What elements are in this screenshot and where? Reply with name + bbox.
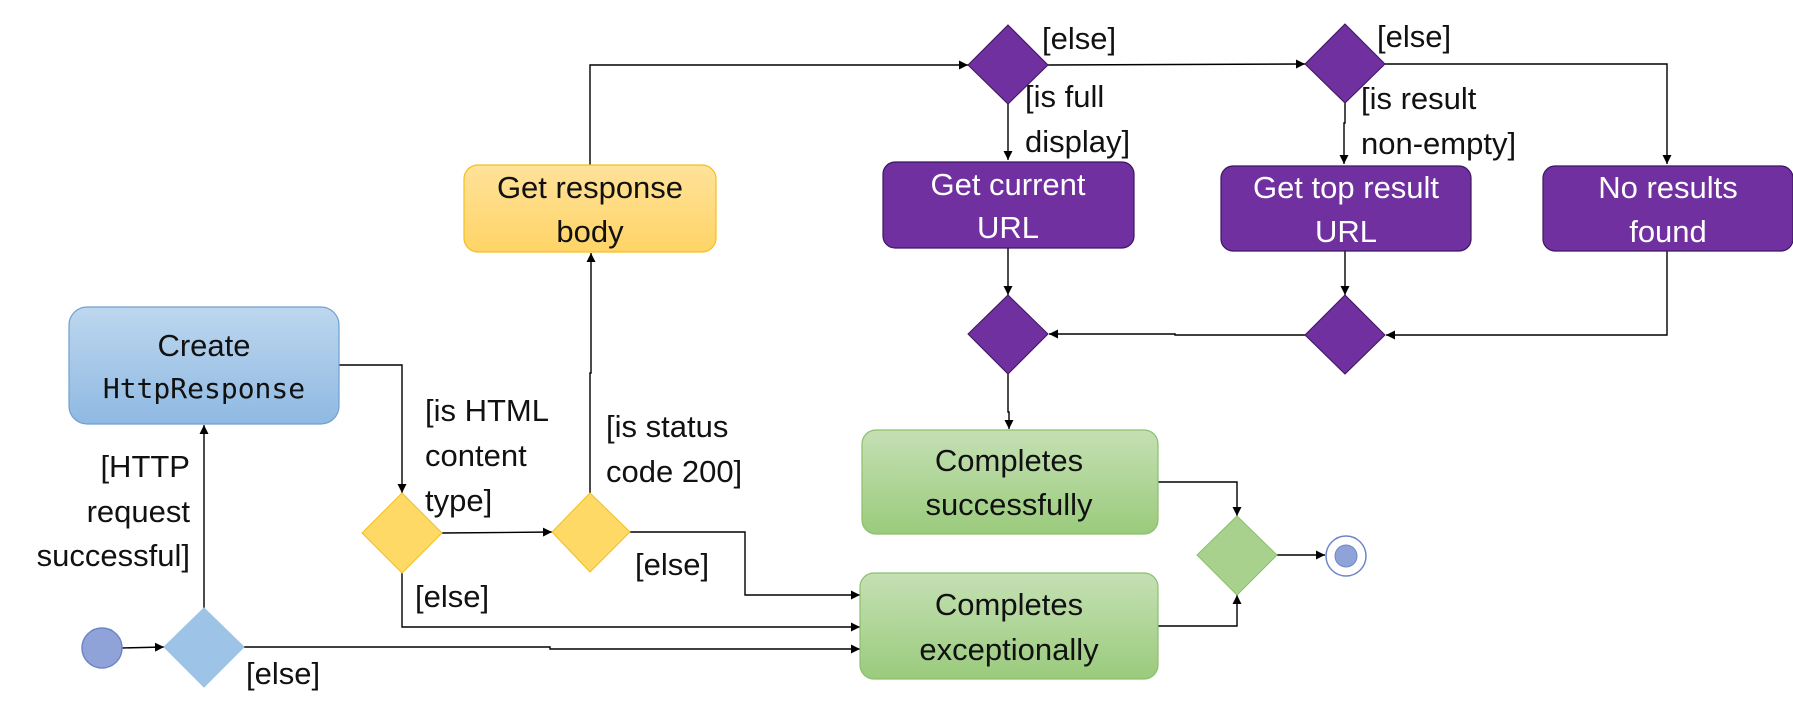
decision-html-content-type xyxy=(361,492,443,574)
guard-status-line2: code 200] xyxy=(606,454,742,489)
edge-result-to-top-url xyxy=(1339,103,1349,164)
action-completes-successfully: Completes successfully xyxy=(861,429,1159,535)
guard-html-line3: type] xyxy=(425,483,492,518)
edge-create-to-html-decision xyxy=(339,364,407,493)
guard-is-status-code-200: [is status code 200] xyxy=(606,409,742,489)
no-results-label-line2: found xyxy=(1629,214,1707,249)
action-completes-exceptionally: Completes exceptionally xyxy=(859,572,1159,680)
edge-result-else-to-no-results xyxy=(1385,63,1672,164)
edge-no-results-to-merge xyxy=(1386,251,1668,340)
body-label-line1: Get response xyxy=(497,170,683,205)
exceptionally-label-line1: Completes xyxy=(935,587,1083,622)
action-get-current-url: Get current URL xyxy=(882,161,1135,249)
action-get-response-body: Get response body xyxy=(463,164,717,253)
decision-result-non-empty xyxy=(1304,23,1386,104)
guard-full-display-line2: display] xyxy=(1025,124,1130,159)
merge-url-left xyxy=(967,294,1049,375)
no-results-label-line1: No results xyxy=(1598,170,1738,205)
create-label-line2: HttpResponse xyxy=(103,372,305,405)
edge-full-display-else-to-result xyxy=(1047,59,1306,69)
edge-html-else-to-exceptionally xyxy=(401,573,860,632)
create-label-line1: Create xyxy=(157,328,250,363)
edge-merge-to-successfully xyxy=(1004,374,1014,429)
guard-http-line1: [HTTP xyxy=(100,449,190,484)
guard-is-result-non-empty: [is result non-empty] xyxy=(1361,81,1516,161)
guard-html-line1: [is HTML xyxy=(425,393,549,428)
edge-html-to-status xyxy=(441,527,553,537)
guard-full-display-line1: [is full xyxy=(1025,79,1104,114)
edge-merge-right-to-merge-left xyxy=(1049,329,1305,339)
action-no-results-found: No results found xyxy=(1542,165,1793,252)
guard-html-line2: content xyxy=(425,438,527,473)
merge-final xyxy=(1196,515,1278,596)
edge-body-to-full-display xyxy=(589,60,968,165)
exceptionally-label-line2: exceptionally xyxy=(919,632,1099,667)
guard-html-else: [else] xyxy=(415,579,489,614)
guard-is-full-display: [is full display] xyxy=(1025,79,1130,159)
guard-result-else: [else] xyxy=(1377,19,1451,54)
action-create-http-response: Create HttpResponse xyxy=(68,306,340,425)
top-url-label-line2: URL xyxy=(1315,214,1377,249)
edge-status-else-to-exceptionally xyxy=(630,531,860,600)
action-get-top-result-url: Get top result URL xyxy=(1220,165,1472,252)
decision-full-display xyxy=(967,24,1049,105)
decision-http-request xyxy=(163,607,245,688)
edge-status-to-body xyxy=(586,253,596,493)
merge-url-right xyxy=(1304,294,1386,375)
current-url-label-line1: Get current xyxy=(930,167,1085,202)
successfully-label-line1: Completes xyxy=(935,443,1083,478)
guard-result-line2: non-empty] xyxy=(1361,126,1516,161)
edge-decision-else-to-exceptionally xyxy=(244,644,860,654)
guard-http-line3: successful] xyxy=(37,538,190,573)
initial-node xyxy=(81,627,123,669)
guard-status-line1: [is status xyxy=(606,409,728,444)
edge-successfully-to-final-merge xyxy=(1158,481,1242,516)
guard-http-line2: request xyxy=(87,494,191,529)
current-url-label-line2: URL xyxy=(977,210,1039,245)
successfully-label-line2: successfully xyxy=(925,487,1093,522)
decision-status-code xyxy=(551,492,631,573)
edge-start-to-decision xyxy=(121,642,165,652)
edge-exceptionally-to-final-merge xyxy=(1158,595,1242,627)
guard-http-request-successful: [HTTP request successful] xyxy=(37,449,191,573)
final-node xyxy=(1325,535,1367,577)
edges xyxy=(121,59,1672,654)
top-url-label-line1: Get top result xyxy=(1253,170,1439,205)
guard-result-line1: [is result xyxy=(1361,81,1477,116)
guard-full-display-else: [else] xyxy=(1042,21,1116,56)
guard-is-html-content-type: [is HTML content type] xyxy=(425,393,549,518)
guard-status-else: [else] xyxy=(635,547,709,582)
guard-start-else: [else] xyxy=(246,656,320,691)
body-label-line2: body xyxy=(556,214,624,249)
